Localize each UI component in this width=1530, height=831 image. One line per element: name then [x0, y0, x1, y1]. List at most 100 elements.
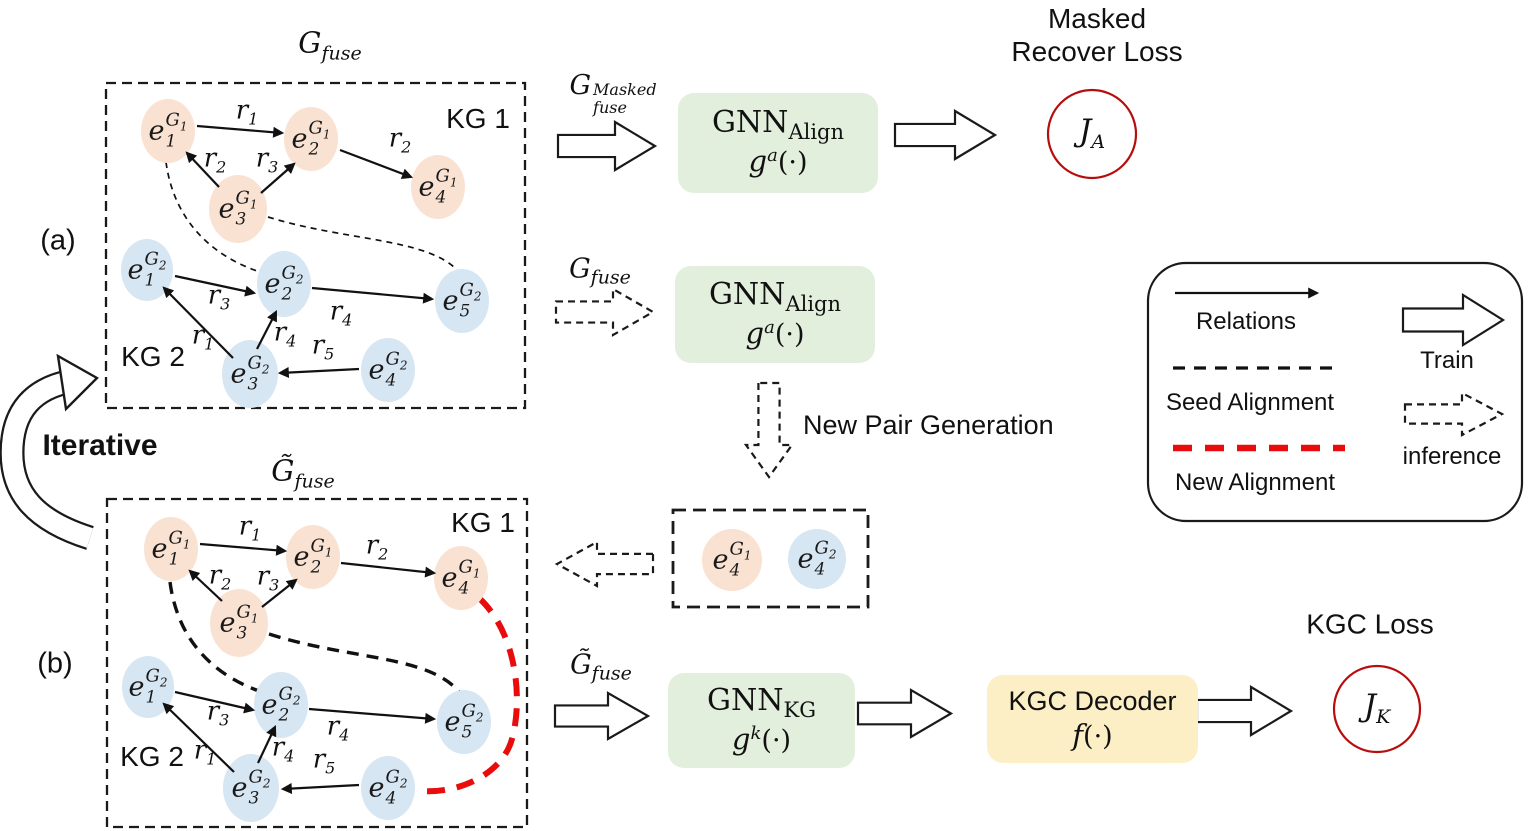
- train-arrow-gfuse-tilde: [553, 691, 651, 741]
- entity-node-b-e4-g2: [361, 756, 415, 820]
- panel-b-box: [105, 497, 529, 829]
- entity-node-a-e1-g2: [121, 239, 173, 301]
- seed-alignment-curve-b-0: [168, 581, 260, 693]
- relation-edge-a-0: [196, 124, 285, 138]
- relation-edge-a-8: [277, 367, 360, 379]
- train-arrow-gfuse-masked: [556, 120, 658, 172]
- legend-train-arrow: [1401, 293, 1506, 347]
- entity-node-b-e1-g2: [122, 656, 174, 718]
- gnn-align-fn: ga(·): [748, 144, 808, 179]
- train-arrow-to-decoder: [856, 688, 954, 739]
- gnn-kg-name: GNNKG: [707, 682, 816, 722]
- relation-label-b-r2: r2: [365, 530, 389, 564]
- panel-a-title: Gfuse: [298, 25, 362, 65]
- relation-label-b-r4: r4: [326, 711, 350, 745]
- entity-node-a-e5-g2: [435, 269, 489, 333]
- train-arrow-to-jk: [1195, 685, 1294, 737]
- kg-label-b: KG 2: [120, 741, 184, 772]
- legend-box: [1146, 261, 1524, 523]
- relation-edge-a-1: [185, 151, 220, 188]
- relation-label-a-r2: r2: [203, 143, 227, 177]
- kgc-loss-title: KGC Loss: [1306, 608, 1434, 640]
- entity-node-a-e1-g1: [141, 99, 195, 163]
- entity-node-b-e4-g1: [434, 546, 488, 610]
- relation-edge-b-4: [174, 690, 256, 714]
- relation-edge-b-0: [199, 542, 288, 556]
- relation-edge-b-7: [257, 725, 277, 764]
- kg-label-a: KG 2: [121, 341, 185, 372]
- panel-a-tag: (a): [40, 224, 76, 257]
- gnn-align-box-masked: GNNAlign ga(·): [678, 93, 878, 193]
- relation-label-b-r5: r5: [312, 744, 336, 778]
- relation-label-a-r2: r2: [388, 123, 412, 157]
- relation-label-a-r5: r5: [311, 330, 335, 364]
- legend-train-label: Train: [1420, 347, 1474, 374]
- gfuse-tilde-label: G̃fuse: [570, 649, 632, 685]
- gnn-align-fn: ga(·): [745, 315, 805, 350]
- inference-arrow-new-pair-down: [743, 381, 795, 479]
- panel-a-box: [104, 81, 527, 410]
- relation-label-b-r4: r4: [271, 732, 295, 766]
- kgc-decoder-fn: f(·): [1072, 717, 1113, 752]
- legend-inference-arrow: [1403, 391, 1505, 437]
- relation-edge-a-4: [174, 274, 257, 297]
- kg-label-a: KG 1: [446, 103, 510, 134]
- relation-edge-b-6: [162, 702, 235, 773]
- entity-node-pair-e4-g1: [702, 529, 762, 591]
- entity-node-b-e1-g1: [144, 517, 198, 581]
- relation-label-b-r1: r1: [238, 511, 262, 545]
- train-arrow-to-ja: [893, 109, 998, 161]
- gnn-align-name: GNNAlign: [711, 105, 845, 145]
- entity-node-a-e2-g2: [257, 251, 311, 317]
- relation-edge-a-6: [162, 286, 234, 359]
- legend-relations-label: Relations: [1195, 308, 1297, 335]
- seed-alignment-curve-a-0: [165, 161, 261, 273]
- gfuse-label: Gfuse: [569, 253, 631, 289]
- relation-edge-b-3: [340, 561, 437, 578]
- entity-node-a-e3-g1: [209, 175, 267, 243]
- relation-edge-a-5: [311, 286, 435, 304]
- relation-edge-a-3: [339, 148, 414, 180]
- new-pair-box: [671, 508, 870, 609]
- entity-node-b-e3-g2: [223, 754, 279, 822]
- inference-arrow-gfuse: [554, 287, 656, 337]
- panel-b-tag: (b): [37, 647, 73, 680]
- ja-loss-circle: [1046, 88, 1138, 180]
- inference-arrow-pair-to-graph: [554, 540, 655, 588]
- ja-loss-symbol: JA: [1078, 112, 1106, 154]
- gnn-kg-fn: gk(·): [731, 721, 792, 756]
- entity-node-b-e5-g2: [437, 690, 491, 754]
- panel-b-title: G̃fuse: [271, 453, 335, 493]
- jk-loss-symbol: JK: [1363, 687, 1391, 729]
- relation-label-b-r1: r1: [193, 735, 217, 769]
- entity-node-b-e2-g2: [254, 672, 308, 738]
- entity-node-a-e3-g2: [222, 340, 278, 408]
- legend-new-alignment-label: New Alignment: [1174, 469, 1336, 496]
- relation-label-b-r2: r2: [208, 560, 232, 594]
- relation-label-a-r4: r4: [273, 317, 297, 351]
- kg-label-b: KG 1: [451, 507, 515, 538]
- iterative-arrow-fill: [1, 370, 94, 548]
- entity-node-b-e3-g1: [210, 589, 268, 657]
- relation-label-a-r3: r3: [207, 280, 231, 314]
- relation-label-b-r3: r3: [256, 561, 280, 595]
- relation-label-a-r3: r3: [255, 143, 279, 177]
- jk-loss-circle: [1332, 664, 1422, 754]
- relation-edge-b-2: [261, 578, 298, 608]
